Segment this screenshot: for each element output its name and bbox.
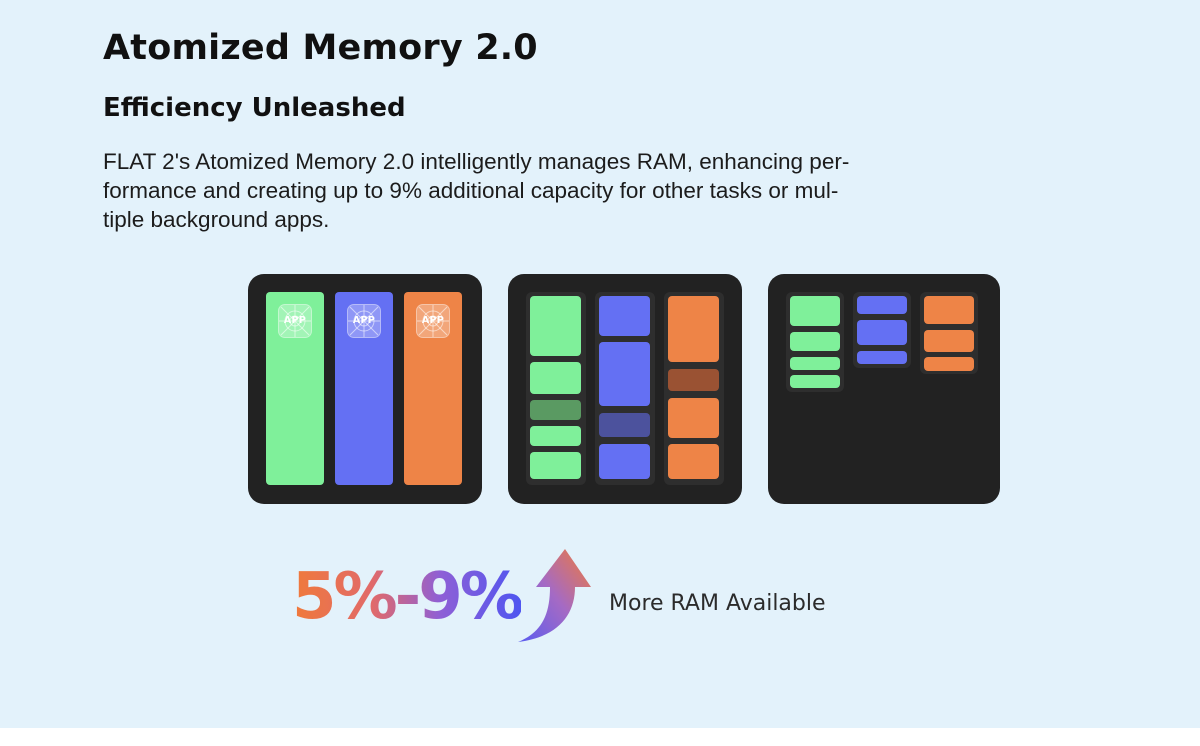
memory-panel-fragmented	[508, 274, 742, 504]
memory-block	[530, 452, 581, 479]
memory-block	[857, 296, 907, 314]
app-column-orange: APP	[404, 292, 462, 485]
page-subtitle: Efficiency Unleashed	[103, 93, 406, 123]
memory-block	[790, 332, 840, 351]
description-line: formance and creating up to 9% additiona…	[103, 178, 839, 203]
memory-block	[924, 330, 974, 352]
app-icon: APP	[416, 304, 450, 338]
memory-block	[668, 296, 719, 362]
app-icon-label: APP	[283, 315, 307, 326]
memory-block	[530, 362, 581, 394]
memory-block	[668, 444, 719, 479]
memory-block	[530, 296, 581, 356]
description-line: tiple background apps.	[103, 207, 330, 232]
ram-gain-label: More RAM Available	[609, 591, 826, 616]
memory-panel-before: APP APP	[248, 274, 482, 504]
app-column-green: APP	[266, 292, 324, 485]
memory-block	[530, 400, 581, 420]
page-title: Atomized Memory 2.0	[103, 28, 538, 68]
arrow-up-icon	[518, 549, 591, 642]
description: FLAT 2's Atomized Memory 2.0 intelligent…	[103, 147, 953, 234]
memory-block	[924, 296, 974, 324]
memory-block	[857, 351, 907, 364]
app-icon: APP	[347, 304, 381, 338]
memory-block	[599, 342, 650, 406]
app-icon: APP	[278, 304, 312, 338]
memory-block	[599, 296, 650, 336]
app-column-blue: APP	[335, 292, 393, 485]
ram-gain-value: 5%-9%	[292, 560, 524, 634]
app-icon-label: APP	[352, 315, 376, 326]
memory-block	[924, 357, 974, 371]
app-icon-label: APP	[421, 315, 445, 326]
memory-block	[790, 296, 840, 326]
page: Atomized Memory 2.0 Efficiency Unleashed…	[0, 0, 1200, 728]
memory-block	[668, 369, 719, 391]
description-line: FLAT 2's Atomized Memory 2.0 intelligent…	[103, 149, 850, 174]
memory-block	[857, 320, 907, 345]
memory-block	[668, 398, 719, 438]
memory-block	[530, 426, 581, 446]
memory-block	[790, 375, 840, 388]
memory-block	[599, 444, 650, 479]
memory-block	[599, 413, 650, 437]
memory-block	[790, 357, 840, 370]
memory-panel-compacted	[768, 274, 1000, 504]
